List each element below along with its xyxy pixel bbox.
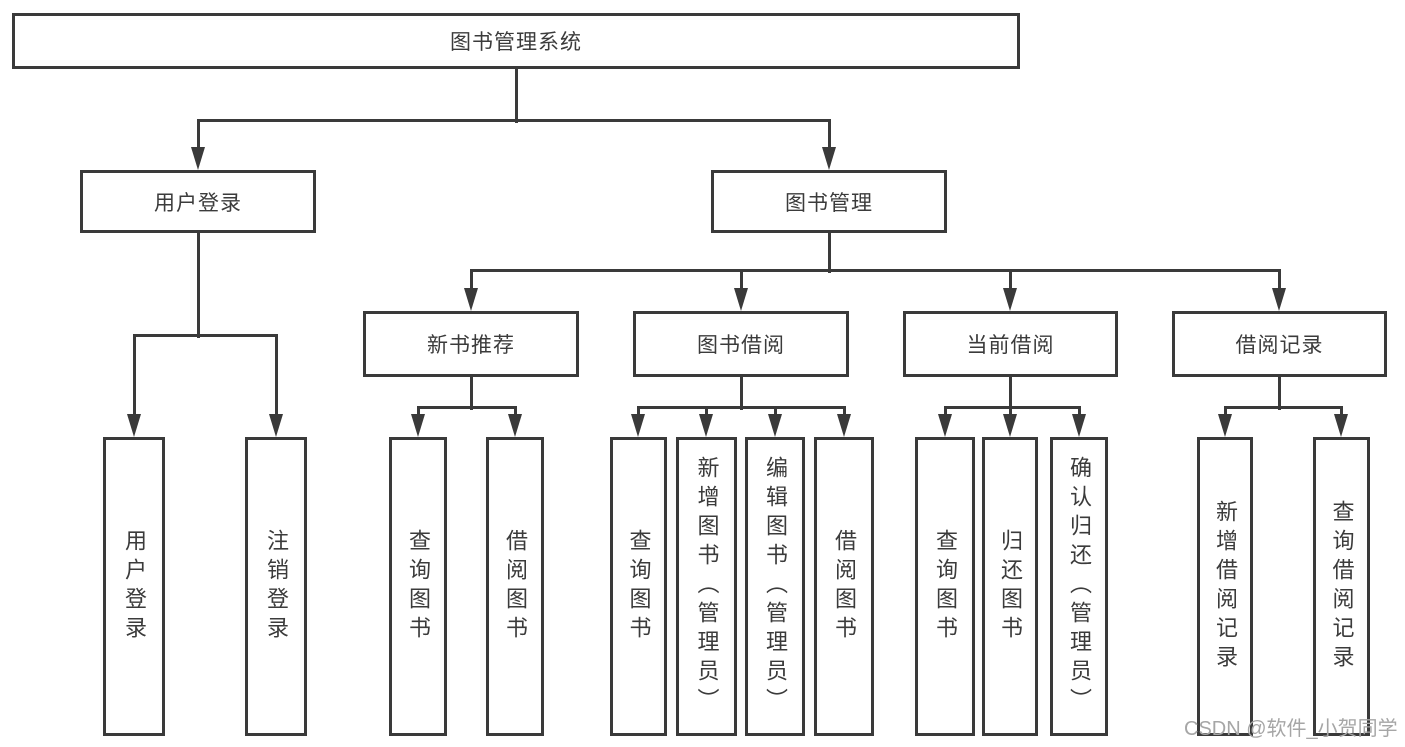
connector-bar-book-mgmt-split [469,268,1281,272]
connector-drop-book-mgmt-split-1 [739,270,743,303]
node-edit-books-admin: 编辑图书（管理员） [745,437,805,736]
node-label-query-borrow-record: 查询借阅记录 [1329,499,1355,674]
arrow-down-icon [938,414,952,437]
arrow-down-icon [411,414,425,437]
node-borrow-books-2: 借阅图书 [814,437,874,736]
node-label-borrow-books-1: 借阅图书 [503,528,528,645]
connector-drop-book-mgmt-split-2 [1008,270,1012,303]
connector-stem-borrow-record-split [1277,377,1281,410]
node-label-borrow-books-2: 借阅图书 [832,528,857,645]
connector-drop-user-login-split-1 [274,335,278,429]
arrow-down-icon [734,288,748,311]
node-label-query-books-1: 查询图书 [406,528,431,645]
node-label-query-books-3: 查询图书 [933,528,958,645]
arrow-down-icon [1003,414,1017,437]
node-label-edit-books-admin: 编辑图书（管理员） [763,456,788,717]
node-label-user-login: 用户登录 [154,191,242,215]
arrow-down-icon [1334,414,1348,437]
node-current-borrow: 当前借阅 [903,311,1118,377]
arrow-down-icon [1072,414,1086,437]
connector-bar-user-login-split [132,333,278,337]
node-label-user-login-leaf: 用户登录 [122,528,147,645]
connector-drop-root-split-0 [196,120,200,162]
connector-bar-borrow-record-split [1223,405,1343,409]
node-label-confirm-return-admin: 确认归还（管理员） [1067,456,1092,717]
arrow-down-icon [1218,414,1232,437]
node-confirm-return-admin: 确认归还（管理员） [1050,437,1108,736]
connector-bar-new-book-rec-split [416,405,517,409]
node-label-new-book-rec: 新书推荐 [427,334,515,357]
arrow-down-icon [837,414,851,437]
connector-stem-book-borrow-split [739,377,743,410]
connector-stem-root-split [514,69,518,123]
node-label-book-borrow: 图书借阅 [697,334,785,357]
arrow-down-icon [822,147,836,170]
node-add-borrow-record: 新增借阅记录 [1197,437,1253,736]
arrow-down-icon [768,414,782,437]
connector-drop-book-mgmt-split-3 [1277,270,1281,303]
node-label-query-books-2: 查询图书 [626,528,652,645]
node-logout-leaf: 注销登录 [245,437,307,736]
node-new-book-rec: 新书推荐 [363,311,579,377]
node-user-login-leaf: 用户登录 [103,437,165,736]
arrow-down-icon [1003,288,1017,311]
node-user-login: 用户登录 [80,170,316,233]
node-book-borrow: 图书借阅 [633,311,849,377]
node-borrow-record: 借阅记录 [1172,311,1387,377]
node-label-current-borrow: 当前借阅 [966,334,1055,357]
node-label-add-books-admin: 新增图书（管理员） [694,456,720,717]
node-query-books-3: 查询图书 [915,437,975,736]
node-label-logout-leaf: 注销登录 [264,528,289,645]
arrow-down-icon [1272,288,1286,311]
arrow-down-icon [464,288,478,311]
watermark: CSDN @软件_小贺同学 [1184,718,1398,740]
connector-bar-book-borrow-split [636,405,846,409]
connector-stem-current-borrow-split [1008,377,1012,410]
node-borrow-books-1: 借阅图书 [486,437,544,736]
arrow-down-icon [631,414,645,437]
node-query-books-2: 查询图书 [610,437,667,736]
arrow-down-icon [191,147,205,170]
node-return-books: 归还图书 [982,437,1038,736]
node-label-book-mgmt: 图书管理 [785,191,873,215]
node-label-borrow-record: 借阅记录 [1235,334,1324,357]
arrow-down-icon [127,414,141,437]
node-label-root: 图书管理系统 [450,31,582,54]
node-query-borrow-record: 查询借阅记录 [1313,437,1370,736]
node-book-mgmt: 图书管理 [711,170,947,233]
node-query-books-1: 查询图书 [389,437,447,736]
connector-stem-user-login-split [196,233,200,338]
node-label-add-borrow-record: 新增借阅记录 [1213,499,1238,674]
arrow-down-icon [699,414,713,437]
connector-drop-user-login-split-0 [132,335,136,429]
connector-stem-book-mgmt-split [827,233,831,273]
node-label-return-books: 归还图书 [998,528,1023,645]
connector-bar-current-borrow-split [943,405,1081,409]
connector-drop-book-mgmt-split-0 [469,270,473,303]
connector-drop-root-split-1 [827,120,831,162]
arrow-down-icon [269,414,283,437]
node-add-books-admin: 新增图书（管理员） [676,437,737,736]
node-root: 图书管理系统 [12,13,1020,69]
arrow-down-icon [508,414,522,437]
connector-stem-new-book-rec-split [469,377,473,410]
connector-bar-root-split [196,118,831,122]
